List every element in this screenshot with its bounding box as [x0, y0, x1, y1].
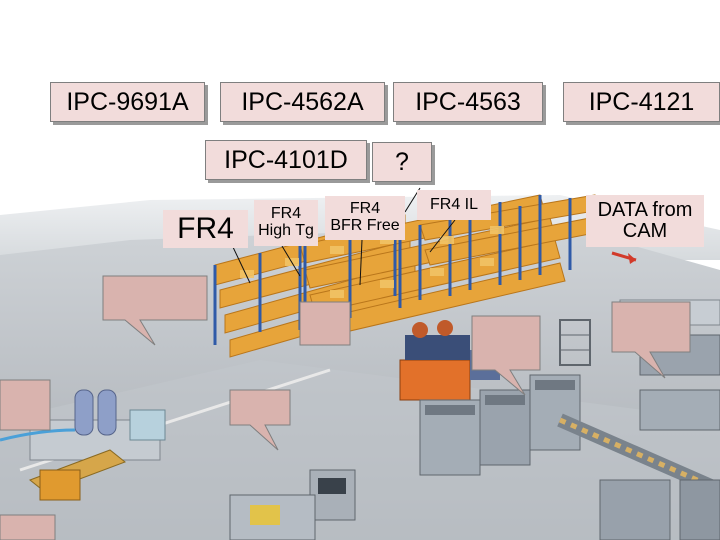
standard-label: IPC-9691A — [66, 87, 189, 116]
leader-lines — [231, 187, 456, 286]
callout-1 — [102, 275, 208, 346]
material-fr4-high-tg: FR4 High Tg — [254, 200, 318, 246]
inspection-machine — [309, 469, 356, 521]
standard-ipc-4563: IPC-4563 — [393, 82, 543, 122]
material-fr4-il: FR4 IL — [417, 190, 491, 220]
material-label-line2: High Tg — [258, 222, 314, 239]
callout-7 — [0, 514, 56, 540]
standard-label: IPC-4562A — [241, 87, 364, 116]
material-label: FR4 — [177, 212, 234, 246]
material-fr4-bfr-free: FR4 BFR Free — [325, 196, 405, 240]
standard-label: ? — [395, 147, 409, 176]
material-label-line2: BFR Free — [330, 217, 400, 234]
callout-5 — [471, 315, 541, 396]
cam-label-line1: DATA from — [597, 199, 693, 221]
callout-4 — [299, 301, 351, 346]
material-label-line1: FR4 — [270, 205, 302, 223]
assembly-workstation — [399, 320, 500, 401]
material-label: FR4 IL — [429, 195, 478, 213]
data-from-cam: DATA from CAM — [586, 195, 704, 247]
material-label-line1: FR4 — [349, 200, 381, 218]
standard-unknown: ? — [372, 142, 432, 182]
material-fr4: FR4 — [163, 210, 248, 248]
callout-6 — [611, 301, 691, 379]
empty-callouts — [0, 275, 691, 540]
standard-ipc-4562a: IPC-4562A — [220, 82, 385, 122]
cam-label-line2: CAM — [622, 220, 668, 242]
pick-and-place-machine — [229, 494, 316, 540]
standard-label: IPC-4563 — [415, 87, 521, 116]
standard-label: IPC-4121 — [588, 87, 695, 116]
standard-ipc-4101d: IPC-4101D — [205, 140, 367, 180]
callout-3 — [229, 389, 291, 451]
standard-ipc-9691a: IPC-9691A — [50, 82, 205, 122]
callout-2 — [0, 379, 51, 431]
standard-ipc-4121: IPC-4121 — [563, 82, 720, 122]
standard-label: IPC-4101D — [224, 145, 348, 174]
chemical-tanks — [0, 389, 166, 501]
